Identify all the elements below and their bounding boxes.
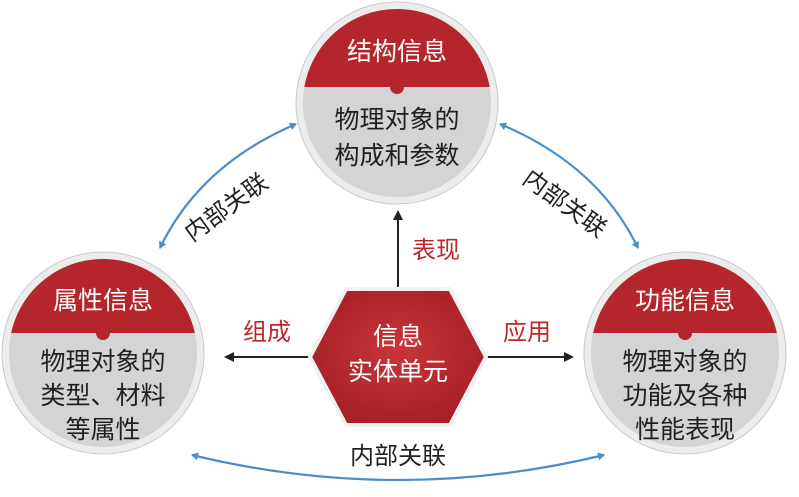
node-left-line1: 物理对象的 bbox=[40, 347, 165, 376]
arrow-label-up: 表现 bbox=[412, 236, 460, 264]
center-line2: 实体单元 bbox=[348, 357, 448, 386]
node-right-line2: 功能及各种 bbox=[622, 381, 747, 410]
relation-label-bottom: 内部关联 bbox=[350, 442, 446, 470]
relation-arc-bottom bbox=[191, 452, 605, 482]
node-left-line3: 等属性 bbox=[65, 415, 140, 444]
arrow-label-left: 组成 bbox=[243, 318, 291, 346]
center-hexagon bbox=[308, 287, 488, 427]
center-entity-unit: 信息 实体单元 bbox=[308, 287, 488, 427]
node-left-line2: 类型、材料 bbox=[40, 381, 165, 410]
center-line1: 信息 bbox=[373, 322, 423, 351]
arrow-label-right: 应用 bbox=[503, 318, 551, 346]
relation-arc-top-right bbox=[499, 122, 639, 249]
relation-label-top-right: 内部关联 bbox=[518, 164, 612, 243]
node-function-info: 功能信息 物理对象的 功能及各种 性能表现 bbox=[583, 251, 787, 455]
relation-arc-top-left bbox=[159, 122, 297, 249]
node-right-title: 功能信息 bbox=[635, 286, 735, 315]
node-right-line1: 物理对象的 bbox=[622, 347, 747, 376]
relation-label-top-left: 内部关联 bbox=[179, 168, 273, 247]
node-structure-info: 结构信息 物理对象的 构成和参数 bbox=[295, 1, 499, 205]
node-right-line3: 性能表现 bbox=[635, 415, 735, 444]
node-left-title: 属性信息 bbox=[53, 286, 153, 315]
node-top-title: 结构信息 bbox=[347, 37, 447, 66]
node-attribute-info: 属性信息 物理对象的 类型、材料 等属性 bbox=[1, 251, 205, 455]
node-top-line1: 物理对象的 bbox=[334, 105, 459, 134]
node-top-line2: 构成和参数 bbox=[334, 141, 459, 170]
